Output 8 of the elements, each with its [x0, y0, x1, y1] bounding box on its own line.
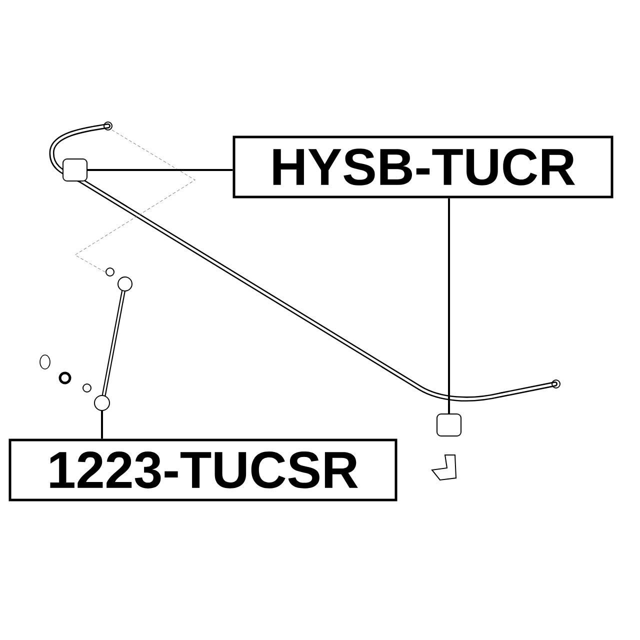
- bushing-drawing: [436, 414, 462, 436]
- part-number-label: HYSB-TUCR: [232, 136, 614, 198]
- part-number-label: 1223-TUCSR: [8, 438, 398, 502]
- leader-line: [448, 198, 450, 414]
- leader-line: [101, 411, 103, 439]
- ball-joint-drawing: [94, 395, 110, 411]
- leader-line: [88, 169, 233, 171]
- bushing-drawing: [62, 158, 88, 182]
